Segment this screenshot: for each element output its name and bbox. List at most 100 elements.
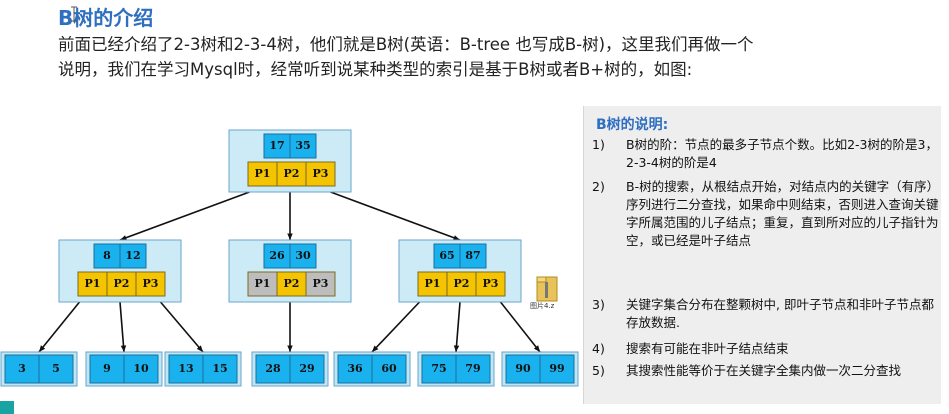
- pointer-label: P3: [313, 277, 329, 290]
- arrow-head: [453, 345, 460, 352]
- key-cell: [289, 243, 317, 269]
- intro-line-1: 前面已经介绍了2-3树和2-3-4树，他们就是B树(英语：B-tree 也写成B…: [58, 35, 754, 54]
- key-cell: [289, 354, 325, 384]
- pointer-label: P3: [313, 167, 329, 180]
- pointer-label: P2: [454, 277, 470, 290]
- tree-edge: [119, 191, 250, 241]
- key-label: 26: [269, 249, 285, 262]
- leaf-node-5: 36 60: [333, 351, 411, 387]
- key-label: 79: [465, 362, 480, 375]
- key-label: 17: [269, 139, 284, 152]
- key-cell: [123, 354, 159, 384]
- explanation-panel: B树的说明: 1) B树的阶：节点的最多子节点个数。比如2-3树的阶是3，2-3…: [583, 106, 941, 404]
- pointer-label: P2: [284, 277, 300, 290]
- key-label: 15: [212, 362, 227, 375]
- key-label: 13: [178, 362, 193, 375]
- key-label: 30: [295, 249, 311, 262]
- folder-zip-icon[interactable]: [533, 273, 561, 313]
- key-cell: [539, 354, 575, 384]
- key-label: 87: [465, 249, 480, 262]
- pointer-cell: [475, 271, 506, 297]
- key-cell: [421, 354, 457, 384]
- key-cell: [255, 354, 291, 384]
- pointer-label: P2: [284, 167, 300, 180]
- pointer-label: P1: [425, 277, 441, 290]
- key-label: 60: [381, 362, 397, 375]
- tree-edge: [38, 301, 81, 353]
- pointer-label: P3: [143, 277, 159, 290]
- item-number: 1): [592, 137, 605, 152]
- key-label: 28: [265, 362, 281, 375]
- key-label: 36: [347, 362, 363, 375]
- key-label: 75: [431, 362, 446, 375]
- key-cell: [289, 133, 317, 159]
- pointer-cell: [247, 271, 278, 297]
- item-text: 搜索有可能在非叶子结点结束: [626, 341, 789, 356]
- leaf-node-4: 28 29: [251, 351, 329, 387]
- pointer-label: P2: [114, 277, 130, 290]
- pointer-label: P1: [85, 277, 101, 290]
- key-label: 8: [103, 249, 111, 262]
- tree-edge: [159, 301, 204, 353]
- leaf-node-3: 13 15: [164, 351, 242, 387]
- arrow-head: [120, 235, 127, 241]
- key-label: 29: [299, 362, 314, 375]
- item-number: 4): [592, 341, 605, 356]
- key-label: 9: [103, 362, 111, 375]
- pointer-cell: [276, 161, 307, 187]
- key-cell: [119, 243, 147, 269]
- pointer-cell: [106, 271, 137, 297]
- pointer-cell: [276, 271, 307, 297]
- arrow-head: [39, 345, 46, 352]
- intro-line-2: 说明，我们在学习Mysql时，经常听到说某种类型的索引是基于B树或者B+树的，如…: [58, 60, 693, 79]
- tree-edge: [455, 301, 461, 353]
- key-cell: [93, 243, 121, 269]
- pointer-label: P1: [255, 167, 271, 180]
- pointer-cell: [305, 161, 336, 187]
- leaf-node-2: 9 10: [85, 351, 163, 387]
- key-label: 99: [549, 362, 564, 375]
- key-cell: [89, 354, 125, 384]
- pointer-cell: [77, 271, 108, 297]
- tree-edges: [38, 191, 541, 353]
- tree-edge: [499, 301, 541, 353]
- key-label: 12: [125, 249, 140, 262]
- panel-title: B树的说明:: [596, 117, 669, 133]
- leaf-node-6: 75 79: [417, 351, 495, 387]
- pointer-cell: [135, 271, 166, 297]
- item-number: 3): [592, 297, 605, 312]
- key-label: 5: [52, 362, 60, 375]
- key-cell: [455, 354, 491, 384]
- taskbar-corner: [0, 401, 14, 414]
- key-cell: [263, 133, 291, 159]
- arrow-head: [372, 345, 379, 352]
- arrow-head: [287, 345, 293, 352]
- item-number: 5): [592, 363, 605, 378]
- file-label[interactable]: 图片4.z: [530, 302, 555, 310]
- key-label: 35: [295, 139, 310, 152]
- key-cell: [337, 354, 373, 384]
- item-text: B-树的搜索，从根结点开始，对结点内的关键字（有序）序列进行二分查找，如果命中则…: [626, 179, 940, 248]
- arrow-head: [287, 233, 293, 240]
- key-cell: [371, 354, 407, 384]
- item-text: B树的阶：节点的最多子节点个数。比如2-3树的阶是3，2-3-4树的阶是4: [626, 137, 938, 170]
- arrow-head: [120, 345, 127, 352]
- item-number: 2): [592, 179, 605, 194]
- key-label: 65: [439, 249, 454, 262]
- item-text: 关键字集合分布在整颗树中, 即叶子节点和非叶子节点都存放数据.: [626, 297, 934, 330]
- key-label: 10: [133, 362, 149, 375]
- tree-edge: [119, 301, 125, 353]
- arrow-head: [453, 235, 460, 241]
- key-cell: [202, 354, 238, 384]
- arrow-head: [196, 345, 203, 352]
- tree-edge: [371, 301, 421, 353]
- pointer-label: P3: [483, 277, 499, 290]
